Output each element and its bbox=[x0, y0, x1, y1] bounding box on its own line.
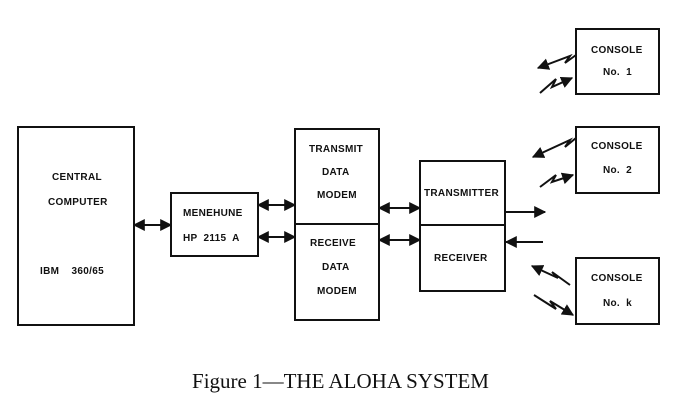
transmit-modem-label-line3: MODEM bbox=[317, 190, 357, 201]
console-2-radio-in bbox=[531, 137, 577, 158]
console-1-label-line2: No. 1 bbox=[603, 67, 633, 78]
menehune-label-line2: HP 2115 A bbox=[183, 233, 240, 244]
menehune-label-line1: MENEHUNE bbox=[183, 208, 243, 219]
receive-modem-label-line1: RECEIVE bbox=[310, 238, 357, 249]
console-1-box bbox=[575, 28, 660, 95]
receiver-box bbox=[419, 224, 506, 292]
console-k-label-line2: No. k bbox=[603, 298, 633, 309]
transmit-modem-label-line1: TRANSMIT bbox=[309, 144, 364, 155]
receiver-label: RECEIVER bbox=[434, 253, 488, 264]
menehune-box bbox=[170, 192, 259, 257]
receive-data-modem-box bbox=[294, 223, 380, 321]
central-computer-model: IBM 360/65 bbox=[40, 266, 104, 277]
receive-modem-label-line3: MODEM bbox=[317, 286, 357, 297]
console-k-radio-out bbox=[533, 294, 575, 316]
central-computer-box bbox=[17, 126, 135, 326]
console-k-label-line1: CONSOLE bbox=[591, 273, 643, 284]
transmit-data-modem-box bbox=[294, 128, 380, 225]
figure-caption: Figure 1—THE ALOHA SYSTEM bbox=[192, 369, 489, 393]
receive-modem-label-line2: DATA bbox=[322, 262, 350, 273]
console-1-radio-out bbox=[539, 76, 574, 94]
console-2-label-line1: CONSOLE bbox=[591, 141, 643, 152]
central-computer-label-line2: COMPUTER bbox=[48, 197, 108, 208]
central-computer-label-line1: CENTRAL bbox=[52, 172, 102, 183]
console-k-box bbox=[575, 257, 660, 325]
console-k-radio-in bbox=[530, 265, 571, 286]
console-2-label-line2: No. 2 bbox=[603, 165, 633, 176]
transmit-modem-label-line2: DATA bbox=[322, 167, 350, 178]
console-1-label-line1: CONSOLE bbox=[591, 45, 643, 56]
console-2-box bbox=[575, 126, 660, 194]
console-1-radio-in bbox=[536, 53, 577, 70]
transmitter-label: TRANSMITTER bbox=[424, 188, 499, 199]
console-2-radio-out bbox=[539, 172, 575, 188]
